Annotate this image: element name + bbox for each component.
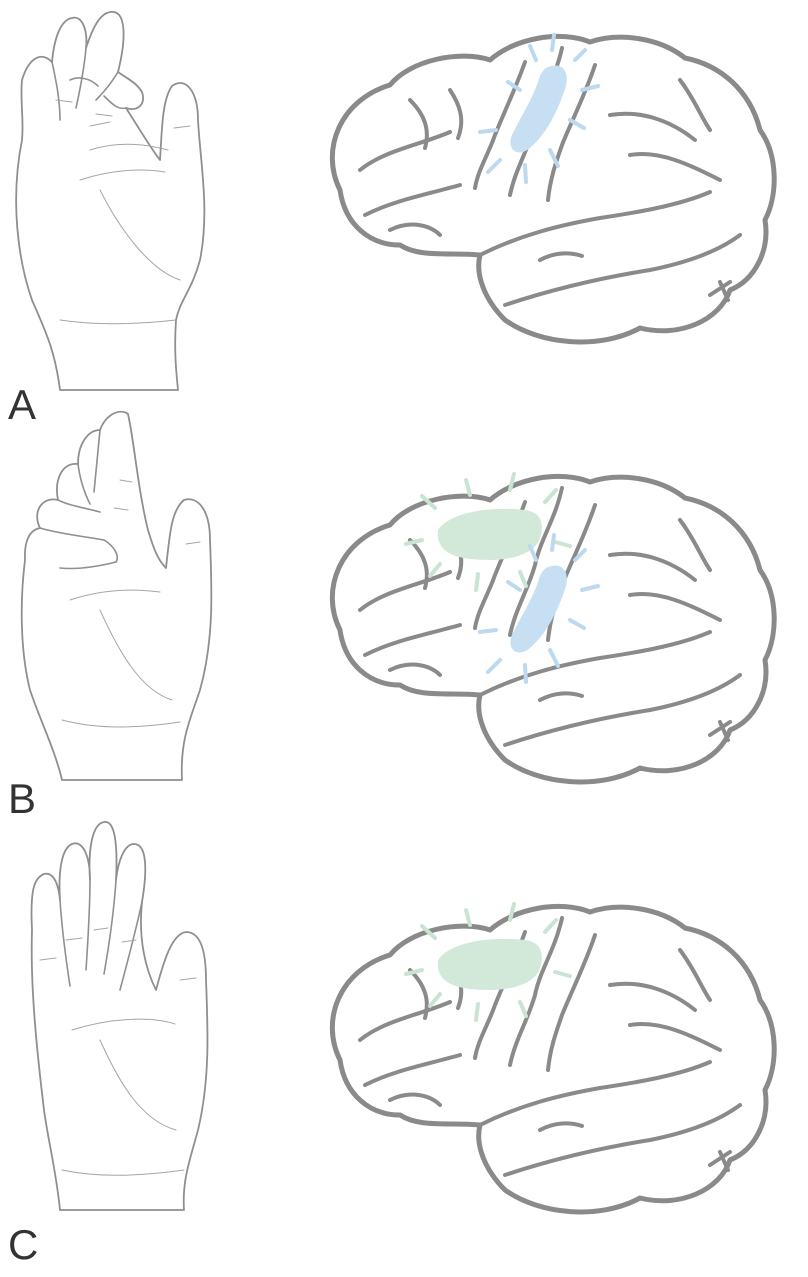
panel-label-c: C bbox=[8, 1221, 39, 1268]
hand-illustration-b bbox=[20, 410, 213, 781]
brain-outline bbox=[332, 906, 774, 1212]
hand-illustration-c bbox=[30, 821, 209, 1211]
brain-illustration-a bbox=[300, 33, 800, 360]
hand-illustration-a bbox=[15, 11, 206, 391]
panel-c: C bbox=[0, 810, 808, 1266]
panel-a: A bbox=[0, 0, 808, 426]
panel-label-a: A bbox=[8, 381, 37, 428]
panel-b: B bbox=[0, 400, 808, 820]
brain-illustration-b bbox=[300, 472, 800, 800]
panel-label-b: B bbox=[8, 775, 37, 822]
brain-outline bbox=[332, 476, 774, 782]
brain-illustration-c bbox=[300, 902, 800, 1230]
